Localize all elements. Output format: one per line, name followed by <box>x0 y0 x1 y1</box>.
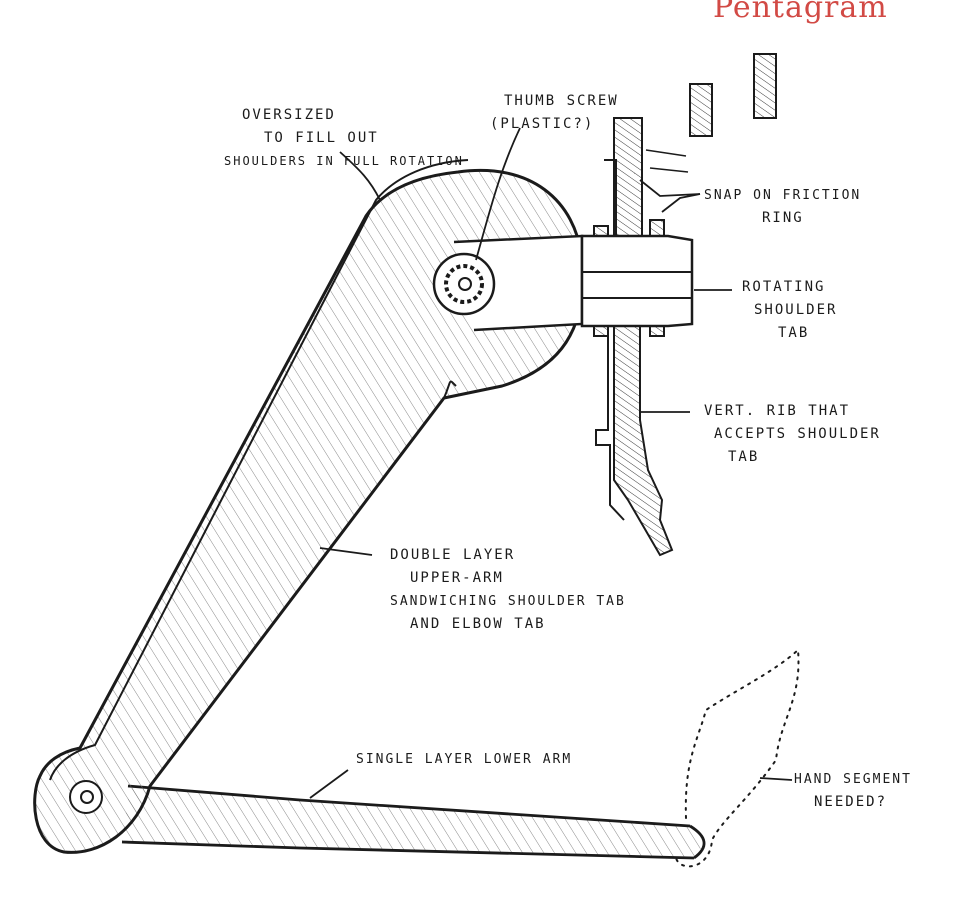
vertical-rib <box>595 117 674 557</box>
rotating-shoulder-tab <box>580 234 694 328</box>
background-ribs <box>645 53 777 173</box>
label-lower-arm: SINGLE LAYER LOWER ARM <box>356 752 573 767</box>
thumb-screw-icon <box>432 252 496 316</box>
label-thumb-screw: THUMB SCREW (PLASTIC?) <box>490 93 619 132</box>
lower-arm <box>121 784 706 860</box>
elbow-screw-icon <box>69 780 103 814</box>
brand-logo: Pentagram <box>713 0 888 25</box>
label-oversized: OVERSIZED TO FILL OUT SHOULDERS IN FULL … <box>224 107 464 168</box>
hand-segment-outline <box>675 647 800 868</box>
leader-lines <box>309 127 793 799</box>
label-friction-ring: SNAP ON FRICTION RING <box>704 188 862 226</box>
label-vert-rib: VERT. RIB THAT ACCEPTS SHOULDER TAB <box>704 403 881 465</box>
label-upper-arm: DOUBLE LAYER UPPER-ARM SANDWICHING SHOUL… <box>390 547 626 632</box>
label-hand-segment: HAND SEGMENT NEEDED? <box>794 772 912 810</box>
label-shoulder-tab: ROTATING SHOULDER TAB <box>742 279 838 341</box>
